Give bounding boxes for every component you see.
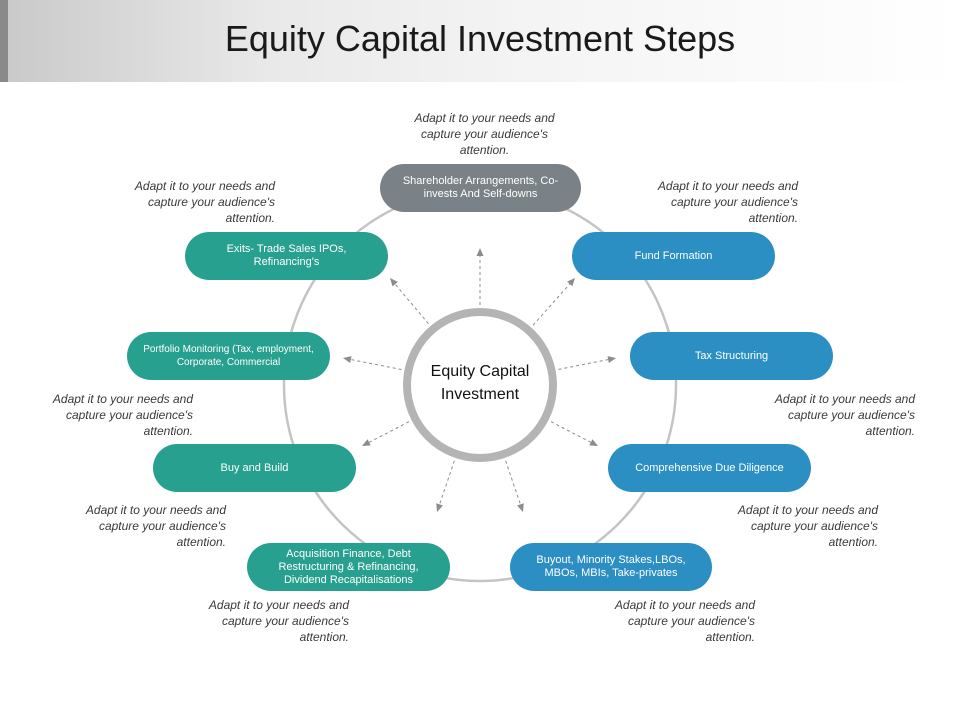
arrow-line — [558, 358, 610, 370]
arrow-line — [550, 421, 593, 444]
step-label: Shareholder Arrangements, Co-invests And… — [402, 175, 559, 200]
center-circle — [403, 308, 557, 462]
step-shareholder-arrangements[interactable]: Shareholder Arrangements, Co-invests And… — [380, 164, 581, 212]
step-portfolio-monitoring[interactable]: Portfolio Monitoring (Tax, employment, C… — [127, 332, 330, 380]
arrow-group — [343, 248, 616, 512]
step-due-diligence[interactable]: Comprehensive Due Diligence — [608, 444, 811, 492]
arrow-head — [476, 248, 484, 256]
arrow-head — [517, 503, 524, 512]
note-lower-right: Adapt it to your needs and capture your … — [737, 503, 878, 549]
note-bottom-left: Adapt it to your needs and capture your … — [208, 598, 349, 644]
page-title: Equity Capital Investment Steps — [224, 18, 736, 59]
arrow-line — [349, 358, 402, 371]
center-label: Equity Capital Investment — [430, 363, 530, 403]
step-label: Exits- Trade Sales IPOs, Refinancing's — [226, 243, 347, 268]
step-exits[interactable]: Exits- Trade Sales IPOs, Refinancing's — [185, 232, 388, 280]
arrow-head — [607, 356, 616, 363]
step-label: Buy and Build — [220, 461, 289, 474]
step-label: Acquisition Finance, Debt Restructuring … — [278, 547, 419, 586]
step-label: Tax Structuring — [694, 349, 769, 362]
note-top-right: Adapt it to your needs and capture your … — [657, 179, 798, 225]
step-acquisition-finance[interactable]: Acquisition Finance, Debt Restructuring … — [247, 543, 450, 591]
step-label: Portfolio Monitoring (Tax, employment, C… — [143, 344, 314, 368]
arrow-head — [567, 278, 575, 287]
note-top-left: Adapt it to your needs and capture your … — [134, 179, 275, 225]
note-top: Adapt it to your needs and capture your … — [414, 111, 555, 157]
note-mid-right: Adapt it to your needs and capture your … — [774, 392, 915, 438]
step-buyout[interactable]: Buyout, Minority Stakes,LBOs, MBOs, MBIs… — [510, 543, 712, 591]
arrow-line — [532, 282, 571, 326]
step-buy-and-build[interactable]: Buy and Build — [153, 444, 356, 492]
step-label: Comprehensive Due Diligence — [635, 461, 784, 474]
arrow-head — [390, 278, 398, 287]
arrow-head — [362, 439, 371, 446]
title-accent — [0, 0, 8, 82]
arrow-line — [438, 460, 455, 506]
step-label: Buyout, Minority Stakes,LBOs, MBOs, MBIs… — [536, 554, 686, 579]
arrow-line — [394, 283, 429, 325]
note-mid-left: Adapt it to your needs and capture your … — [52, 392, 193, 438]
step-label: Fund Formation — [634, 249, 713, 262]
arrow-line — [505, 460, 522, 506]
step-tax-structuring[interactable]: Tax Structuring — [630, 332, 833, 380]
note-lower-left: Adapt it to your needs and capture your … — [85, 503, 226, 549]
arrow-head — [436, 503, 443, 512]
note-bottom-right: Adapt it to your needs and capture your … — [614, 598, 755, 644]
arrow-line — [367, 421, 410, 444]
arrow-head — [343, 356, 352, 363]
step-fund-formation[interactable]: Fund Formation — [572, 232, 775, 280]
title-bar — [0, 0, 960, 82]
arrow-head — [589, 439, 598, 446]
